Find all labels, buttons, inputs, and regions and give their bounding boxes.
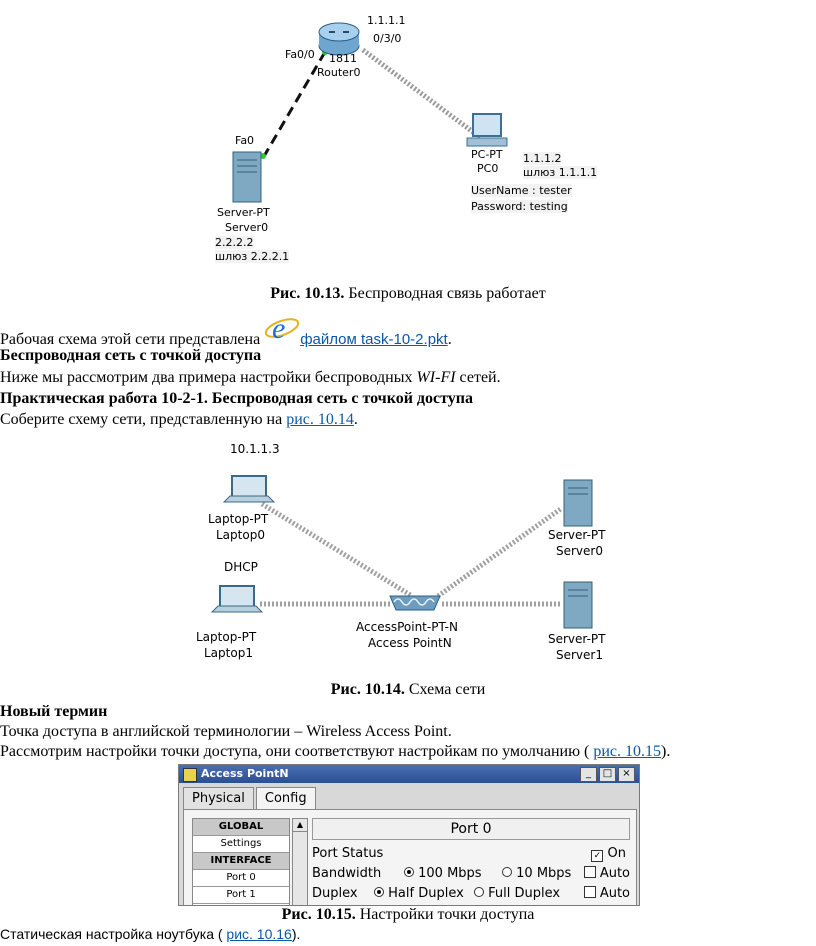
duplex-label: Duplex <box>312 886 358 901</box>
bw-10-radio[interactable] <box>502 867 512 877</box>
port-title: Port 0 <box>312 818 630 840</box>
full-duplex-radio[interactable] <box>474 887 484 897</box>
server-ip: 2.2.2.2 <box>215 236 254 249</box>
maximize-button[interactable]: □ <box>599 767 616 782</box>
ap-type: AccessPoint-PT-N <box>356 620 458 634</box>
heading-wireless-ap: Беспроводная сеть с точкой доступа <box>0 347 262 364</box>
fig-10-15-link[interactable]: рис. 10.15 <box>593 743 662 760</box>
ie-icon: e <box>264 312 300 346</box>
figure-10-13: 1.1.1.1 0/3/0 Fa0/0 1811 Router0 Fa0 Ser… <box>205 10 605 270</box>
laptop1-type: Laptop-PT <box>196 630 257 644</box>
duplex-auto-checkbox[interactable] <box>583 886 596 898</box>
server1-name: Server1 <box>556 648 603 662</box>
heading-new-term: Новый термин <box>0 703 108 720</box>
pc-gateway: шлюз 1.1.1.1 <box>523 166 598 179</box>
router-ip: 1.1.1.1 <box>367 14 406 27</box>
minimize-button[interactable]: _ <box>580 767 597 782</box>
port-settings: Port 0 Port Status ✓ On Bandwidth 100 Mb… <box>312 818 630 905</box>
settings-sidebar: GLOBAL Settings INTERFACE Port 0 Port 1 <box>192 818 290 905</box>
port-on-label: On <box>607 846 626 861</box>
window-title: Access PointN <box>201 767 289 780</box>
bw-auto-checkbox[interactable] <box>583 866 596 878</box>
server-type: Server-PT <box>217 206 270 219</box>
fig-10-16-link[interactable]: рис. 10.16 <box>226 926 292 942</box>
paragraph-wifi: Ниже мы рассмотрим два примера настройки… <box>0 369 501 386</box>
port-status-row: Port Status ✓ On <box>312 844 630 864</box>
pc-icon <box>466 113 508 147</box>
caption-10-14: Рис. 10.14. Схема сети <box>330 681 486 698</box>
server0-name: Server0 <box>556 544 603 558</box>
server0-type: Server-PT <box>548 528 606 542</box>
paragraph-assemble: Соберите схему сети, представленную на р… <box>0 411 358 428</box>
sidebar-item-settings[interactable]: Settings <box>193 836 289 853</box>
laptop0-icon <box>222 475 276 503</box>
task-file-link[interactable]: файлом task-10-2.pkt <box>300 331 448 348</box>
server0-icon <box>563 479 593 527</box>
ap-name: Access PointN <box>368 636 452 650</box>
heading-practice: Практическая работа 10-2-1. Беспроводная… <box>0 390 473 407</box>
caption-10-13: Рис. 10.13. Беспроводная связь работает <box>270 285 546 302</box>
scroll-up-icon[interactable]: ▲ <box>293 819 307 832</box>
sidebar-scrollbar[interactable]: ▲ <box>292 818 308 905</box>
router-server-link <box>261 51 327 159</box>
laptop0-ip: 10.1.1.3 <box>230 442 280 456</box>
duplex-row: Duplex Half Duplex Full Duplex Auto <box>312 886 630 901</box>
fig-10-14-link[interactable]: рис. 10.14 <box>286 411 354 428</box>
config-panel: GLOBAL Settings INTERFACE Port 0 Port 1 … <box>183 809 637 905</box>
port-on-checkbox[interactable]: ✓ <box>591 850 604 862</box>
laptop1-name: Laptop1 <box>204 646 253 660</box>
sidebar-item-port0[interactable]: Port 0 <box>193 870 289 887</box>
server1-icon <box>563 581 593 629</box>
router-pc-link <box>361 47 483 141</box>
tab-physical[interactable]: Physical <box>183 787 254 809</box>
paragraph-laptop-static: Статическая настройка ноутбука ( рис. 10… <box>0 926 301 942</box>
server-gateway: шлюз 2.2.2.1 <box>215 250 290 263</box>
server-fa-label: Fa0 <box>235 134 255 147</box>
tab-config[interactable]: Config <box>255 787 316 809</box>
pc-name: PC0 <box>477 162 499 175</box>
link-laptop0-ap <box>260 501 414 599</box>
port-status-label: Port Status <box>312 846 384 861</box>
router-port: 0/3/0 <box>373 32 402 45</box>
access-point-window: Access PointN _ □ × Physical Config GLOB… <box>178 764 640 906</box>
bandwidth-label: Bandwidth <box>312 866 382 881</box>
laptop1-icon <box>210 585 264 613</box>
pc-type: PC-PT <box>471 148 503 161</box>
close-button[interactable]: × <box>618 767 635 782</box>
server1-type: Server-PT <box>548 632 606 646</box>
pc-password: Password: testing <box>471 200 568 213</box>
link-ap-server0 <box>436 505 564 599</box>
sidebar-header-global: GLOBAL <box>193 819 289 836</box>
bw-100-radio[interactable] <box>404 867 414 877</box>
window-titlebar[interactable]: Access PointN _ □ × <box>179 765 639 783</box>
network-diagram-13 <box>232 22 508 203</box>
app-icon <box>183 768 197 782</box>
laptop0-type: Laptop-PT <box>208 512 269 526</box>
half-duplex-radio[interactable] <box>374 887 384 897</box>
paragraph-term: Точка доступа в английской терминологии … <box>0 723 452 740</box>
laptop1-ip: DHCP <box>224 560 258 574</box>
server-icon <box>232 151 262 203</box>
svg-text:e: e <box>272 312 285 344</box>
router-fa-label: Fa0/0 <box>285 48 315 61</box>
router-name: Router0 <box>317 66 361 79</box>
paragraph-ap-settings: Рассмотрим настройки точки доступа, они … <box>0 743 671 760</box>
router-model: 1811 <box>329 52 357 65</box>
network-diagram-14 <box>210 475 593 629</box>
tab-bar: Physical Config <box>183 787 318 809</box>
sidebar-item-port1[interactable]: Port 1 <box>193 887 289 904</box>
server-name: Server0 <box>225 221 269 234</box>
pc-ip: 1.1.1.2 <box>523 152 562 165</box>
laptop0-name: Laptop0 <box>216 528 265 542</box>
caption-10-15: Рис. 10.15. Настройки точки доступа <box>281 906 535 923</box>
access-point-icon <box>389 595 441 611</box>
router-icon <box>318 22 360 56</box>
pc-username: UserName : tester <box>471 184 572 197</box>
bandwidth-row: Bandwidth 100 Mbps 10 Mbps Auto <box>312 866 630 881</box>
sidebar-header-interface: INTERFACE <box>193 853 289 870</box>
figure-10-14: 10.1.1.3 Laptop-PT Laptop0 DHCP Laptop-P… <box>190 436 630 672</box>
